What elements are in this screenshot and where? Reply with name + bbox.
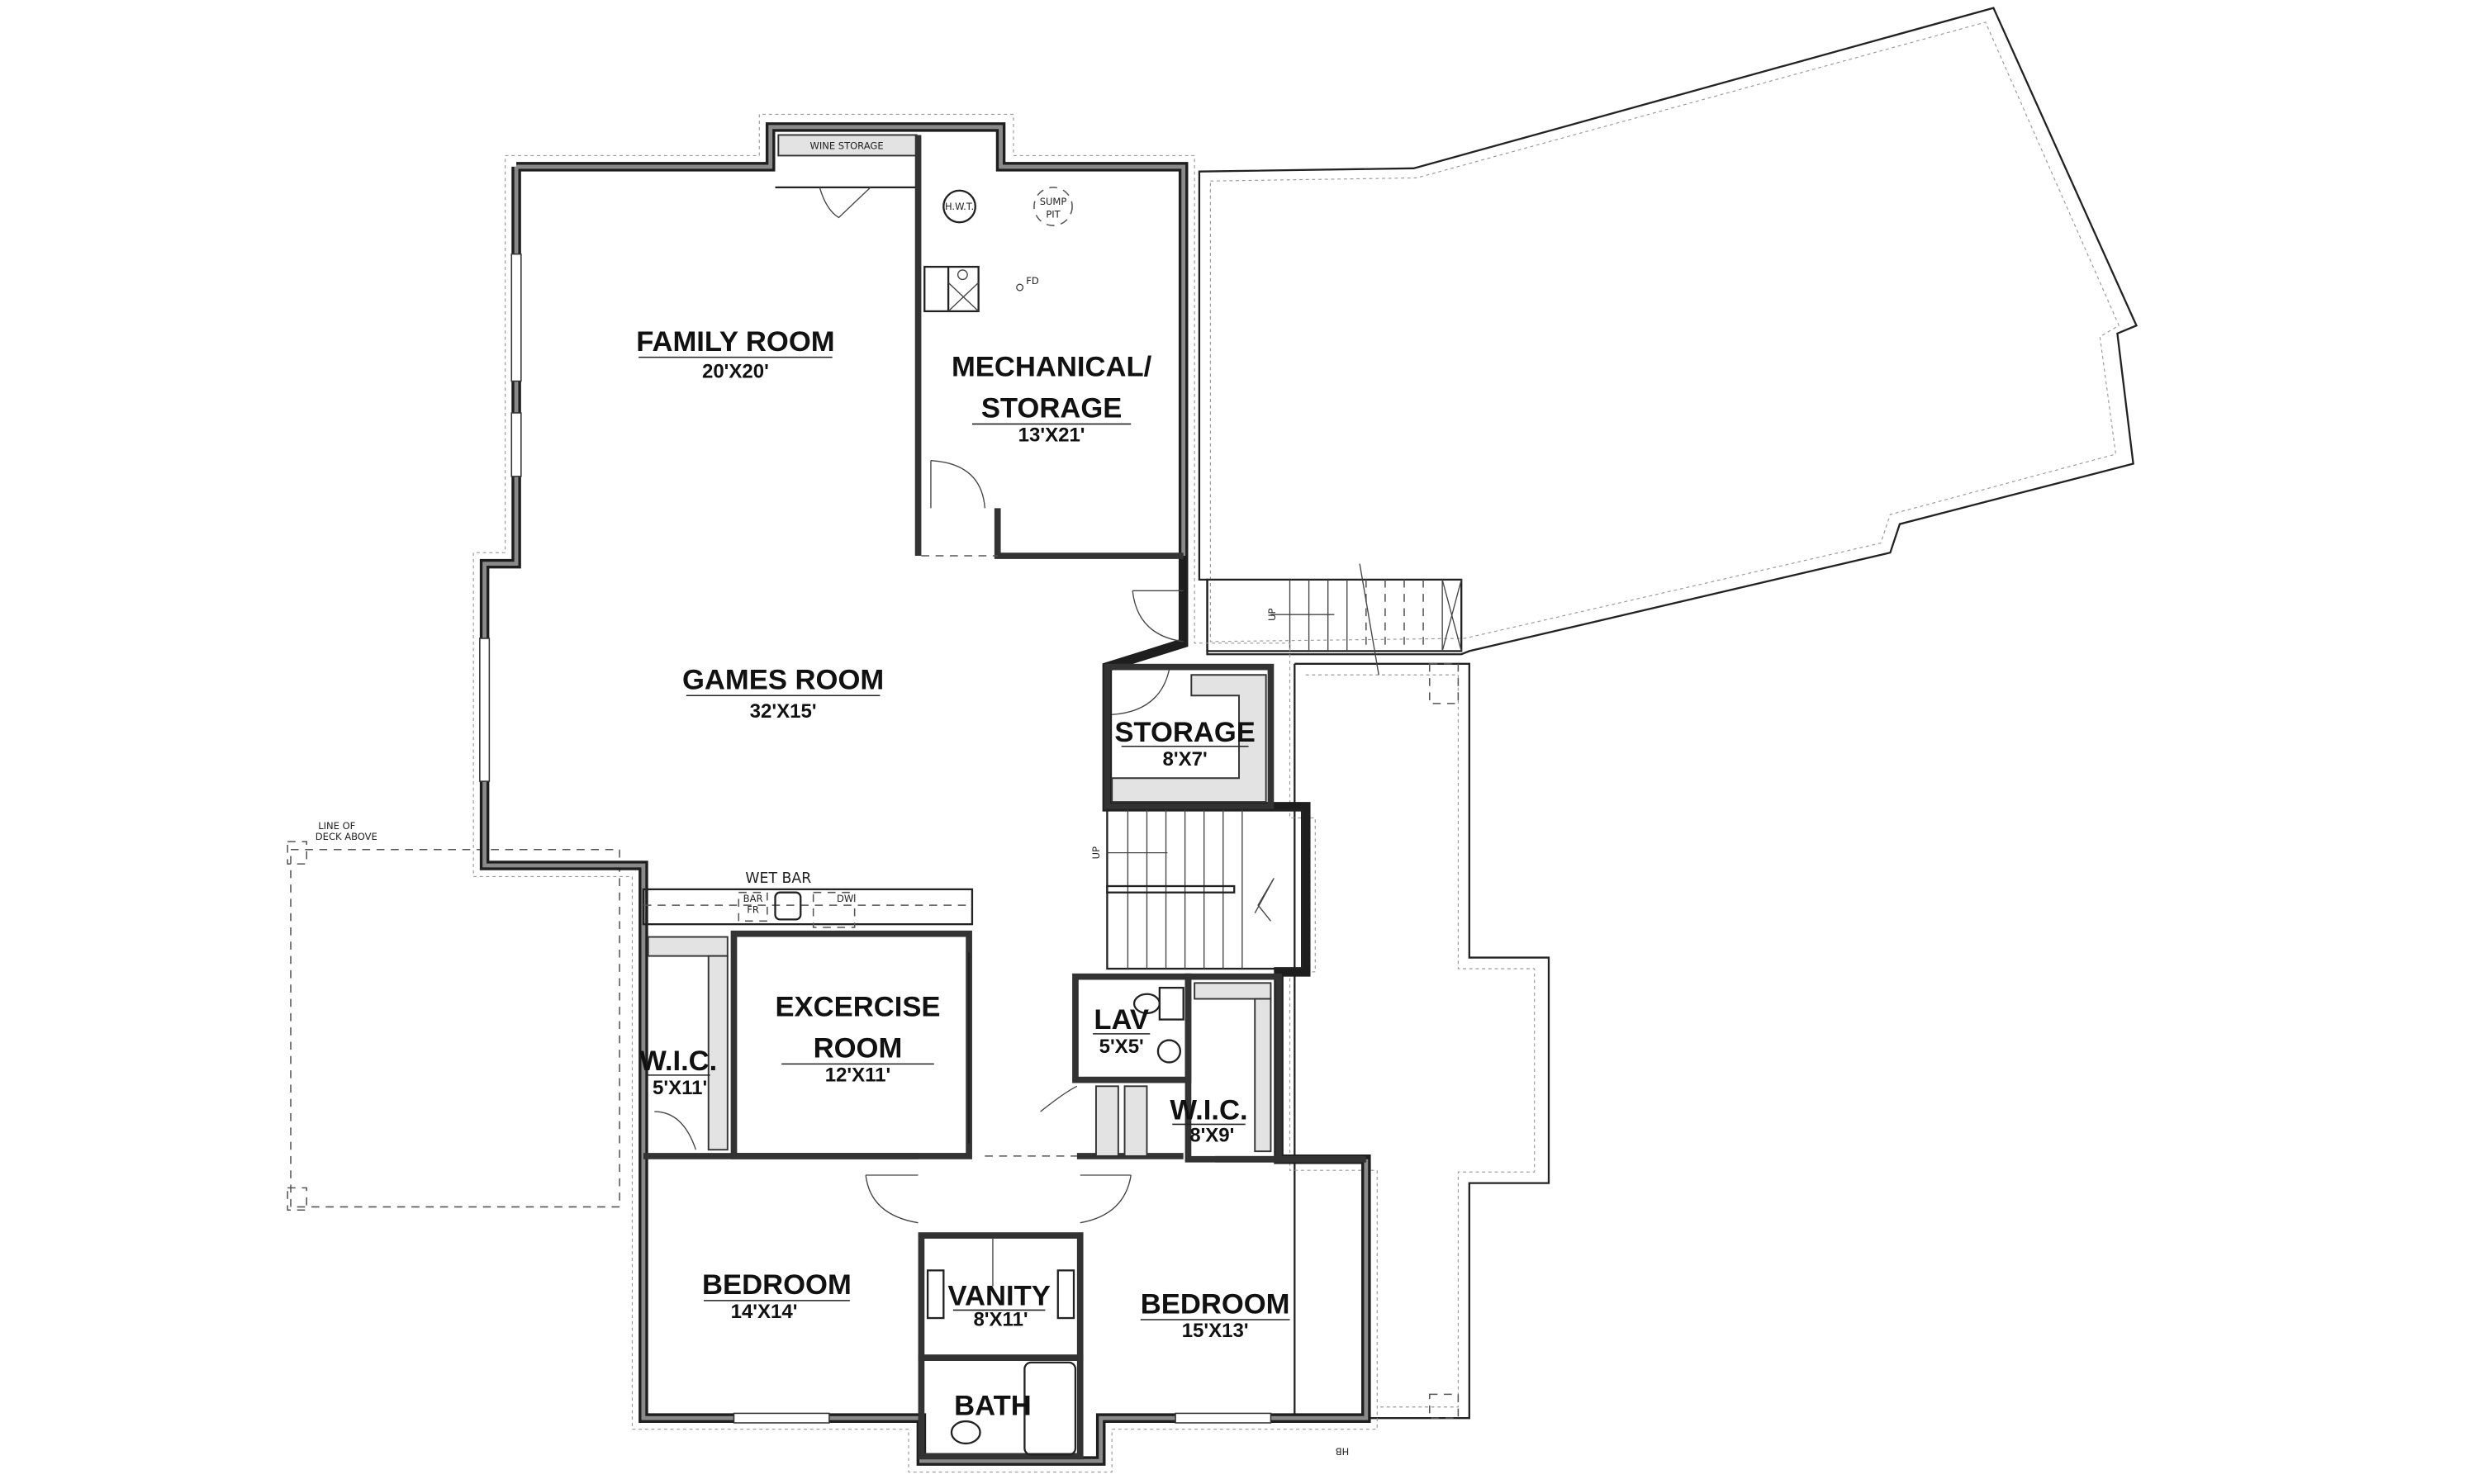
bar-fridge-label-line1: BAR xyxy=(743,893,763,904)
room-label-exercise-room: EXCERCISE ROOM 12'X11' xyxy=(775,992,940,1087)
interior-walls: HB xyxy=(643,930,1366,1460)
water-heater-icon xyxy=(942,189,976,224)
foundation-offset xyxy=(472,113,1378,1473)
door-swing-garage xyxy=(1132,590,1184,642)
room-name: BATH xyxy=(954,1390,1032,1421)
mechanical-walls: H.W.T. SUMP PIT FD xyxy=(914,135,1184,559)
garage-stair: UP xyxy=(1206,563,1463,676)
room-size: 13'X21' xyxy=(1018,424,1085,447)
room-name-line2: STORAGE xyxy=(981,393,1123,424)
room-name: W.I.C. xyxy=(639,1045,717,1077)
room-size: 14'X14' xyxy=(731,1301,798,1323)
bar-sink-icon xyxy=(774,891,802,921)
room-label-bedroom-right: BEDROOM 15'X13' xyxy=(1140,1288,1290,1342)
room-size: 8'X7' xyxy=(1163,748,1208,770)
room-name: BEDROOM xyxy=(1141,1288,1290,1320)
wine-storage-label: WINE STORAGE xyxy=(809,140,883,152)
room-label-storage: STORAGE 8'X7' xyxy=(1114,717,1256,770)
room-label-vanity: VANITY 8'X11' xyxy=(947,1281,1050,1331)
room-size: 12'X11' xyxy=(825,1064,891,1087)
bathtub-icon xyxy=(1023,1361,1077,1456)
room-label-games-room: GAMES ROOM 32'X15' xyxy=(682,665,884,723)
room-name-line1: EXCERCISE xyxy=(775,992,940,1023)
room-name: FAMILY ROOM xyxy=(636,326,834,358)
room-name: LAV xyxy=(1094,1004,1149,1036)
room-size: 15'X13' xyxy=(1182,1320,1249,1342)
dishwasher-label: DW xyxy=(837,893,854,904)
garage-outline xyxy=(1198,7,2139,656)
room-label-family-room: FAMILY ROOM 20'X20' xyxy=(636,326,834,383)
floor-drain-label: FD xyxy=(1026,275,1039,287)
room-name: STORAGE xyxy=(1114,717,1256,748)
up-label-garage-stair: UP xyxy=(1266,608,1278,620)
room-label-bath: BATH xyxy=(954,1390,1032,1421)
wet-bar-label: WET BAR xyxy=(745,870,811,887)
deck-label-line1: LINE OF xyxy=(318,820,355,832)
lav-sink-icon xyxy=(1156,1039,1182,1064)
room-name: W.I.C. xyxy=(1170,1095,1247,1126)
room-size: 32'X15' xyxy=(750,700,817,723)
room-size: 20'X20' xyxy=(702,361,769,383)
deck-above-outline: LINE OF DECK ABOVE xyxy=(287,820,620,1211)
room-name: GAMES ROOM xyxy=(682,665,884,696)
toilet-icon xyxy=(950,1420,981,1445)
floor-drain-icon xyxy=(1016,283,1024,292)
room-name: BEDROOM xyxy=(702,1269,852,1301)
room-label-mechanical: MECHANICAL/ STORAGE 13'X21' xyxy=(952,352,1152,447)
hwt-label: H.W.T. xyxy=(945,201,974,212)
wet-bar: WET BAR BAR FR DW xyxy=(642,870,974,928)
storage-room-walls xyxy=(1104,663,1275,810)
foundation-right xyxy=(1294,662,1550,1420)
windows xyxy=(479,253,1272,1424)
bar-fridge-label-line2: FR xyxy=(747,904,759,916)
room-label-lav: LAV 5'X5' xyxy=(1093,1004,1151,1058)
sump-pit-icon xyxy=(1033,187,1073,226)
sump-label-line1: SUMP xyxy=(1040,196,1067,207)
sump-label-line2: PIT xyxy=(1046,208,1061,220)
main-stair: UP xyxy=(1090,808,1304,970)
room-name-line1: MECHANICAL/ xyxy=(952,352,1152,383)
wine-storage: WINE STORAGE xyxy=(775,134,918,219)
deck-label-line2: DECK ABOVE xyxy=(316,831,377,842)
room-size: 5'X11' xyxy=(653,1077,707,1099)
room-size: 8'X11' xyxy=(973,1309,1028,1331)
room-name: VANITY xyxy=(947,1281,1050,1312)
room-size: 8'X9' xyxy=(1189,1125,1234,1147)
room-name-line2: ROOM xyxy=(814,1033,903,1064)
room-label-wic-right: W.I.C. 8'X9' xyxy=(1170,1095,1247,1147)
up-label-main-stair: UP xyxy=(1090,846,1102,859)
room-label-bedroom-left: BEDROOM 14'X14' xyxy=(702,1269,852,1323)
room-size: 5'X5' xyxy=(1099,1036,1144,1058)
hose-bib-label: HB xyxy=(1336,1446,1350,1458)
room-label-wic-left: W.I.C. 5'X11' xyxy=(639,1045,717,1099)
